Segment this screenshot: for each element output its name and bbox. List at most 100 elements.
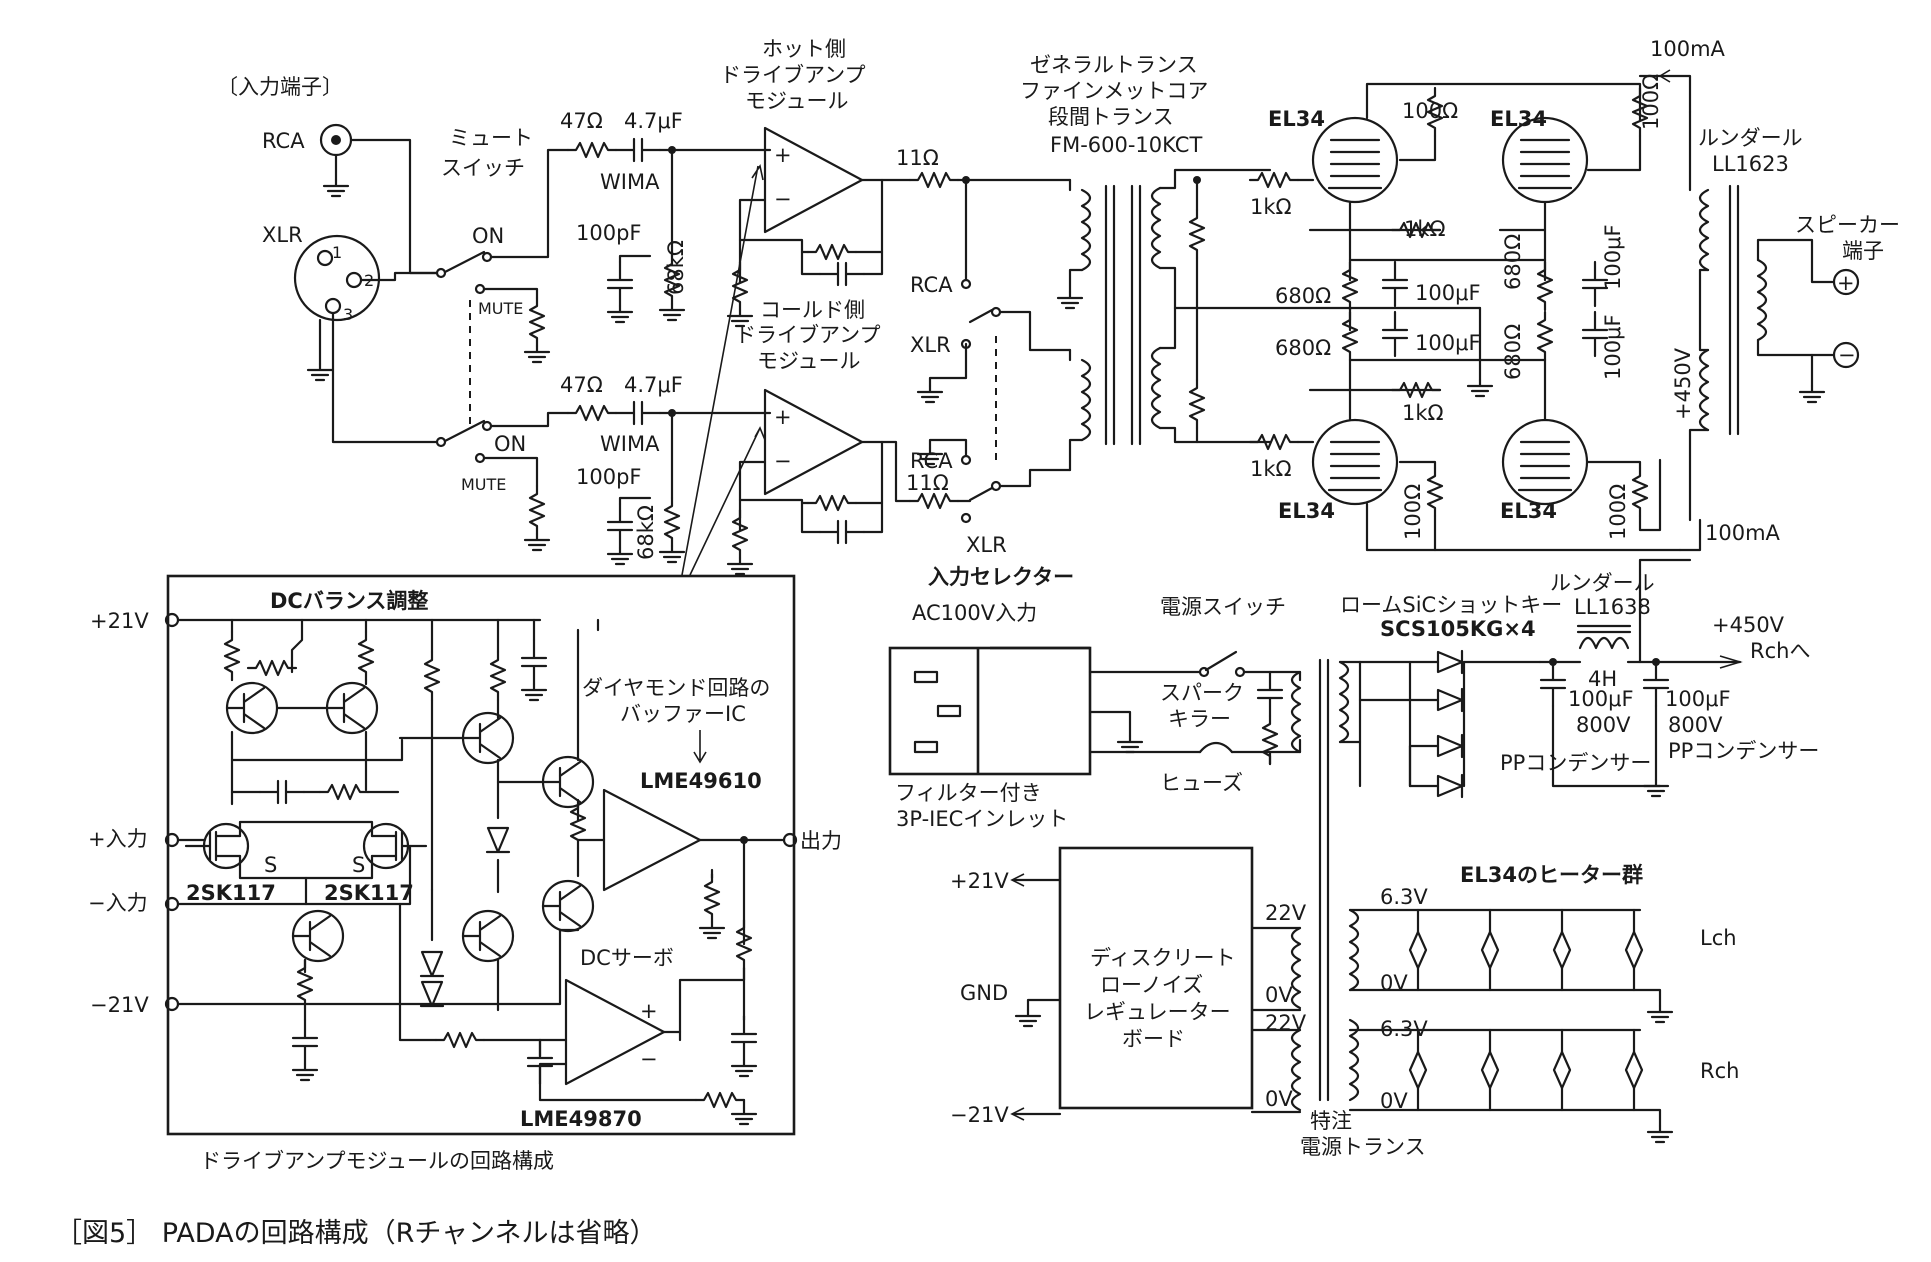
c100u-label-4: 100μF <box>1601 314 1625 380</box>
input-selector-label: 入力セレクター <box>928 565 1074 589</box>
r68k-label-hot: 68kΩ <box>664 240 688 295</box>
lch-label: Lch <box>1700 926 1737 950</box>
cold-module-label-1: コールド側 <box>760 298 865 322</box>
selector-xlr-label-hot: XLR <box>910 333 951 357</box>
tap-0v-label-3: 0V <box>1380 971 1408 995</box>
choke-label-1: ルンダール <box>1550 571 1655 595</box>
hot-amp-minus: − <box>774 187 792 211</box>
choke-label-2: LL1638 <box>1574 595 1651 619</box>
el34-tube-icon-1 <box>1311 116 1399 204</box>
diamond-label-2: バッファーIC <box>620 702 746 726</box>
speaker-label-2: 端子 <box>1842 239 1884 263</box>
interstage-label-3: 段間トランス <box>1048 105 1174 129</box>
servo-plus: + <box>640 999 658 1023</box>
hot-drive-amp-icon <box>763 126 864 234</box>
grid-r1k-label-upper: 1kΩ <box>1250 195 1292 219</box>
el34-label-4: EL34 <box>1500 499 1557 523</box>
c2-type: PPコンデンサー <box>1668 739 1819 763</box>
switch-on-label-hot: ON <box>472 224 504 248</box>
c47-label-hot: 4.7μF <box>624 109 683 133</box>
bjt-icon-6 <box>291 909 345 963</box>
current-100ma-lower: 100mA <box>1705 521 1781 545</box>
c100u-label-2: 100μF <box>1601 224 1625 290</box>
r100-label-1: 100Ω <box>1402 99 1458 123</box>
module-p21-label: +21V <box>90 609 149 633</box>
interstage-transformer: ゼネラルトランス ファインメットコア 段間トランス FM-600-10KCT <box>1020 53 1482 472</box>
input-selector: RCA XLR RCA XLR 入力セレクター <box>910 176 1074 589</box>
c100u-label-3: 100μF <box>1415 331 1481 355</box>
iec-inlet-icon <box>888 646 1092 776</box>
switch-on-label-cold: ON <box>494 432 526 456</box>
c1-type: PPコンデンサー <box>1500 751 1651 775</box>
output-stage: 1kΩ EL34 100Ω 1kΩ EL34 100Ω 100mA 680Ω 1… <box>1248 37 1900 552</box>
fet-label-2: 2SK117 <box>324 881 414 905</box>
rch-label: Rch <box>1700 1059 1739 1083</box>
buffer-ic-icon <box>602 788 702 892</box>
servo-ic-label: LME49870 <box>520 1107 642 1131</box>
cold-drive-amp-icon <box>763 388 864 496</box>
otx-label-2: LL1623 <box>1712 152 1789 176</box>
r100-label-3: 100Ω <box>1401 484 1425 540</box>
r100-label-2: 100Ω <box>1639 74 1663 130</box>
module-title: ドライブアンプモジュールの回路構成 <box>200 1149 554 1173</box>
r11-label-hot: 11Ω <box>896 146 939 170</box>
power-supply: AC100V入力 フィルター付き 3P-IECインレット 電源スイッチ スパーク… <box>888 558 1819 1159</box>
el34-tube-icon-4 <box>1501 418 1589 506</box>
cold-amp-plus: + <box>774 405 792 429</box>
rca-jack-pin-icon <box>331 135 341 145</box>
xlr-jack-icon <box>293 234 381 322</box>
r100-label-4: 100Ω <box>1606 484 1630 540</box>
b450-out-label-2: Rchへ <box>1750 639 1810 663</box>
heaters-label: EL34のヒーター群 <box>1460 863 1643 887</box>
xlr-pin3-label: 3 <box>343 305 353 324</box>
c100u-label-1: 100μF <box>1415 281 1481 305</box>
diode-title: ロームSiCショットキー <box>1340 593 1562 617</box>
regulator-line-3: レギュレーター <box>1084 1000 1231 1024</box>
regulator-box <box>1058 846 1254 1110</box>
interstage-label-1: ゼネラルトランス <box>1030 53 1198 77</box>
c1-label-1: 100μF <box>1568 687 1634 711</box>
speaker-plus: + <box>1837 271 1855 295</box>
hot-amp-plus: + <box>774 143 792 167</box>
fet-s-label-1: S <box>264 853 277 877</box>
bjt-icon-4 <box>541 755 595 809</box>
module-in-minus-label: −入力 <box>88 891 148 915</box>
r11-label-cold: 11Ω <box>906 471 949 495</box>
r68k-label-cold: 68kΩ <box>634 505 658 560</box>
tap-0v-label-1: 0V <box>1265 983 1293 1007</box>
bjt-icon-7 <box>461 909 515 963</box>
regulator-line-4: ボード <box>1122 1027 1185 1051</box>
tap-22v-label-1: 22V <box>1265 901 1307 925</box>
c2-label-2: 800V <box>1668 713 1723 737</box>
el34-label-3: EL34 <box>1278 499 1335 523</box>
speaker-minus-terminal-icon <box>1832 341 1860 369</box>
mute-switch-label-1: ミュート <box>449 126 533 150</box>
r1k-label-2: 1kΩ <box>1402 401 1444 425</box>
module-output-label: 出力 <box>800 829 842 853</box>
switch-mute-label-hot: MUTE <box>478 299 523 318</box>
otx-label-1: ルンダール <box>1698 126 1803 150</box>
xlr-input-label: XLR <box>262 223 303 247</box>
power-tx-label-2: 電源トランス <box>1300 1135 1426 1159</box>
regulator-gnd-label: GND <box>960 981 1008 1005</box>
drive-amp-modules: ホット側 ドライブアンプ モジュール + − 11Ω コールド側 ドライブアンプ… <box>681 37 1072 576</box>
el34-label-1: EL34 <box>1268 107 1325 131</box>
b450-label: +450V <box>1671 347 1695 420</box>
r47-label-cold: 47Ω <box>560 373 603 397</box>
r680-label-1: 680Ω <box>1275 284 1331 308</box>
spark-killer-label-1: スパーク <box>1160 681 1244 705</box>
tap-22v-label-2: 22V <box>1265 1011 1307 1035</box>
dc-servo-icon <box>564 978 666 1086</box>
regulator-line-1: ディスクリート <box>1090 946 1236 970</box>
c100p-label-hot: 100pF <box>576 221 642 245</box>
buffer-ic-label: LME49610 <box>640 769 762 793</box>
c47-label-cold: 4.7μF <box>624 373 683 397</box>
speaker-plus-terminal-icon <box>1832 268 1860 296</box>
r680-label-4: 680Ω <box>1501 324 1525 380</box>
power-switch-label: 電源スイッチ <box>1160 595 1286 619</box>
input-heading: 〔入力端子〕 <box>217 75 343 99</box>
regulator-line-2: ローノイズ <box>1100 973 1203 997</box>
tap-0v-label-2: 0V <box>1265 1087 1293 1111</box>
drive-module-box <box>166 574 796 1136</box>
